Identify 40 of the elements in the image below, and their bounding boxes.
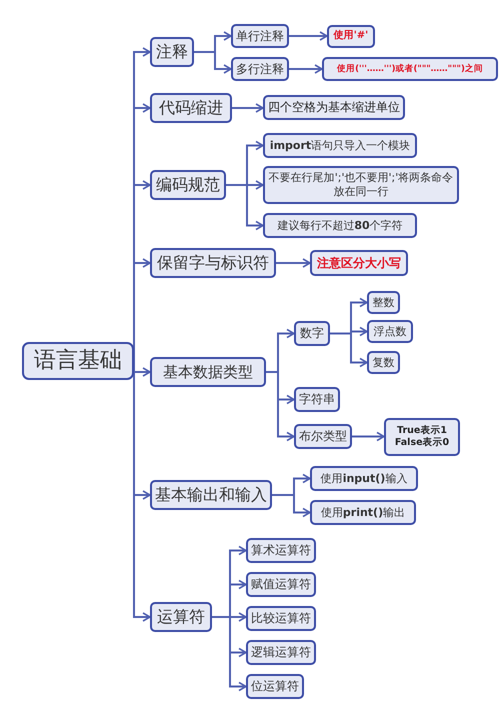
topic-box: 单行注释 <box>231 24 289 48</box>
topic-box: 保留字与标识符 <box>150 248 276 278</box>
connector-arrow <box>194 51 232 74</box>
topic-box: 整数 <box>367 291 400 314</box>
topic-box: 复数 <box>367 351 400 374</box>
connector-arrow <box>272 494 311 518</box>
topic-box: 使用print()输出 <box>310 500 416 525</box>
connector-arrow <box>289 64 323 74</box>
topic-box: 赋值运算符 <box>246 572 316 597</box>
topic-box: 四个空格为基本缩进单位 <box>263 95 405 120</box>
topic-box: 位运算符 <box>246 674 304 699</box>
topic-box: 布尔类型 <box>294 424 352 449</box>
connector-arrow <box>226 184 264 230</box>
topic-box: 基本数据类型 <box>150 357 266 387</box>
topic-box: 多行注释 <box>231 57 289 81</box>
topic-box: 字符串 <box>294 387 340 412</box>
topic-box: True表示1 False表示0 <box>384 418 460 456</box>
topic-box: 使用('''……''')或者("""……""")之间 <box>322 57 498 81</box>
topic-box: 使用'#' <box>327 25 375 48</box>
topic-box: 注意区分大小写 <box>310 250 408 276</box>
topic-box: 数字 <box>294 321 330 346</box>
topic-box: 浮点数 <box>367 320 413 343</box>
topic-box: 逻辑运算符 <box>246 640 316 665</box>
connector-arrow <box>330 332 368 368</box>
topic-box: 运算符 <box>150 602 212 632</box>
connector-arrow <box>289 31 328 41</box>
root-topic-box: 语言基础 <box>22 342 134 380</box>
topic-box: 代码缩进 <box>150 93 232 123</box>
connector-arrow <box>276 258 311 268</box>
topic-box: 注释 <box>150 37 194 67</box>
topic-box: 不要在行尾加';'也不要用';'将两条命令放在同一行 <box>263 166 459 204</box>
topic-box: 基本输出和输入 <box>150 480 272 510</box>
topic-box: 编码规范 <box>150 170 226 200</box>
topic-box: 比较运算符 <box>246 606 316 631</box>
topic-box: 建议每行不超过80个字符 <box>263 213 417 238</box>
connector-arrow <box>352 432 385 442</box>
topic-box: 算术运算符 <box>246 538 316 563</box>
topic-box: 使用input()输入 <box>310 466 418 491</box>
topic-box: import语句只导入一个模块 <box>263 133 417 158</box>
connector-arrow <box>232 103 264 113</box>
